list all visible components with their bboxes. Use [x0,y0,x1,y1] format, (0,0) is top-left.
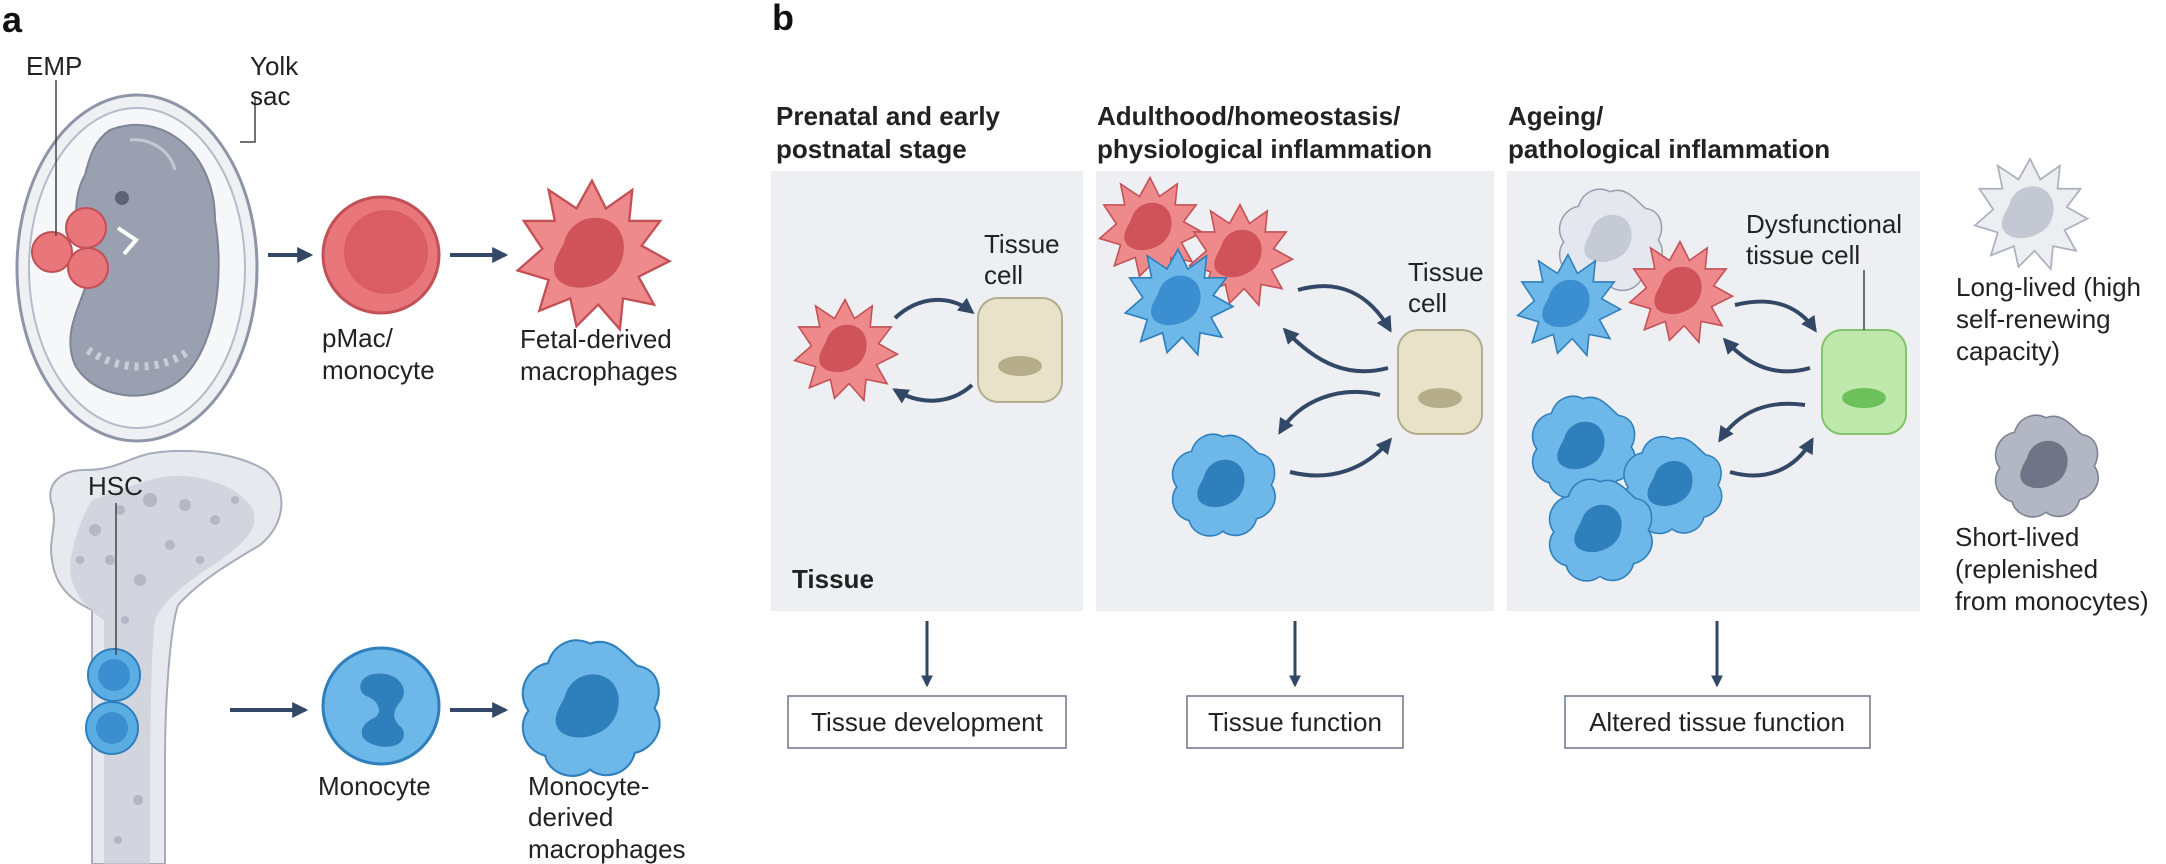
col1-arrow-to-macrophage [892,383,974,404]
col3-cell-label-2: tissue cell [1746,240,1860,270]
pmac-cell [321,195,441,315]
fetal-label-2: macrophages [520,356,678,386]
col3-outcome-box [1564,695,1871,749]
col3-dysfunctional-cell [1821,329,1907,435]
pmac-label-2: monocyte [322,355,435,385]
hsc-label: HSC [88,471,143,501]
col1-tissue-cell-nucleus [998,356,1042,376]
legend-short-lived-2: (replenished [1955,554,2098,584]
legend-short-lived-icon [1994,414,2099,518]
col1-tissue-cell-label-1: Tissue [984,229,1060,259]
col2-arrow-3 [1278,390,1381,435]
monocyte-cell [321,646,441,766]
col3-dysfunctional-cell-nucleus [1842,388,1886,408]
panel-b-label: b [772,0,794,38]
mono-derived-label-3: macrophages [528,834,686,864]
col3-arrow-2 [1722,337,1811,374]
col2-title-1: Adulthood/homeostasis/ [1097,101,1400,131]
emp-label: EMP [26,51,82,81]
col3-title-2: pathological inflammation [1508,134,1830,164]
panel-a-label: a [2,0,23,40]
hsc-cells [85,648,141,755]
legend-short-lived-3: from monocytes) [1955,586,2149,616]
col2-tissue-cell-nucleus [1418,388,1462,408]
fetal-macrophage [516,179,671,331]
col2-tissue-cell-label-1: Tissue [1408,257,1484,287]
monocyte-label: Monocyte [318,771,431,801]
legend-short-lived-1: Short-lived [1955,522,2079,552]
yolk-sac-embryo [15,93,259,443]
legend-long-lived-icon [1973,157,2089,271]
legend-long-lived-3: capacity) [1956,336,2060,366]
col1-tissue-cell-label-2: cell [984,260,1023,290]
mono-derived-label-2: derived [528,802,613,832]
col1-outcome-box [787,695,1067,749]
col2-tissue-cell-label-2: cell [1408,288,1447,318]
yolk-sac-pointer [240,98,256,143]
yolk-label-2: sac [250,81,290,111]
yolk-label-1: Yolk [250,51,299,81]
legend-long-lived-1: Long-lived (high [1956,272,2141,302]
col2-outcome-box [1186,695,1404,749]
col3-arrow-4 [1729,437,1814,478]
emp-cells [31,207,109,289]
col2-tissue-cell [1397,329,1483,435]
legend-long-lived-2: self-renewing [1956,304,2111,334]
mono-derived-label-1: Monocyte- [528,771,649,801]
fetal-label-1: Fetal-derived [520,324,672,354]
col1-title-1: Prenatal and early [776,101,1001,131]
col1-title-2: postnatal stage [776,134,967,164]
col1-arrow-to-cell [893,297,975,320]
monocyte-derived-macrophage [521,639,661,777]
col3-title-1: Ageing/ [1508,101,1603,131]
col2-arrow-1 [1297,284,1392,333]
col1-tissue-cell [977,297,1063,403]
col2-outcome-label: Tissue function [1208,707,1382,737]
col2-arrow-4 [1289,437,1393,478]
col3-arrow-1 [1734,299,1817,333]
bone-marrow [49,449,283,864]
col3-outcome-label: Altered tissue function [1589,707,1845,737]
col2-arrow-2 [1282,327,1389,374]
col3-arrow-3 [1718,401,1806,443]
pmac-label-1: pMac/ [322,323,394,353]
col2-title-2: physiological inflammation [1097,134,1432,164]
col1-outcome-label: Tissue development [811,707,1043,737]
col3-cell-label-1: Dysfunctional [1746,209,1902,239]
col1-tissue-label: Tissue [792,564,874,594]
